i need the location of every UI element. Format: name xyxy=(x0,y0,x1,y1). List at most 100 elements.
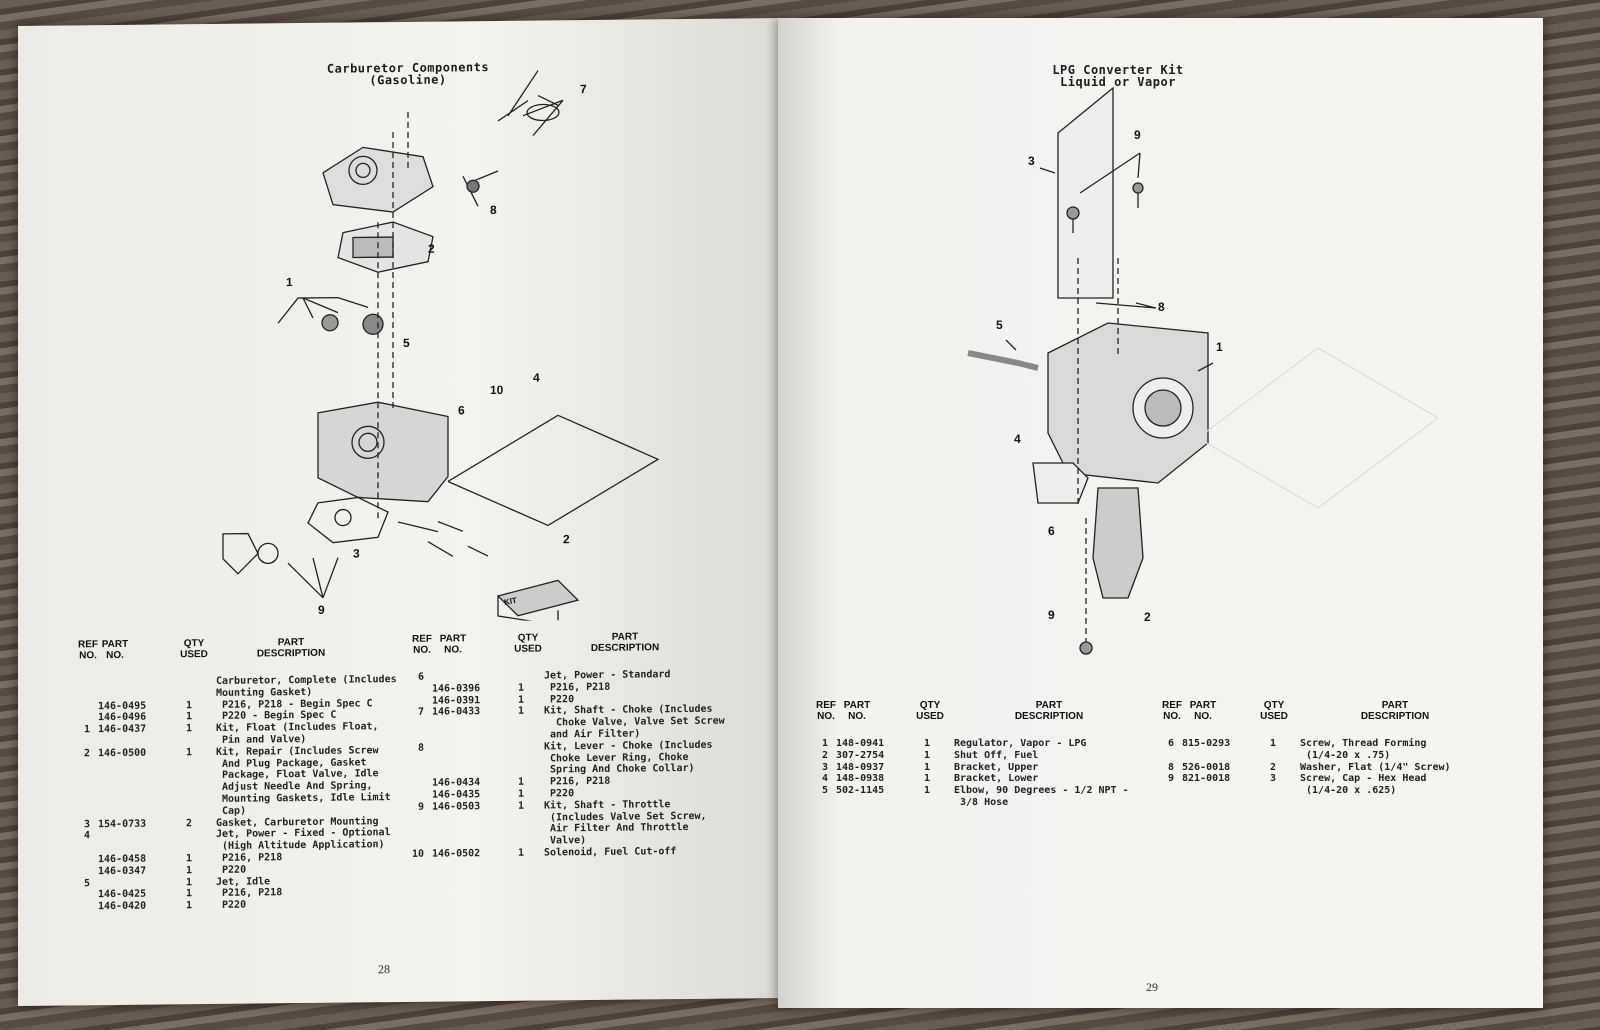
column-header-ref: REF NO. xyxy=(1162,700,1182,722)
qty-used: 1 xyxy=(1270,738,1277,749)
qty-used: 2 xyxy=(186,817,193,829)
qty-used: 1 xyxy=(924,773,931,785)
part-description: Kit, Float (Includes Float, xyxy=(216,721,379,735)
qty-used: 1 xyxy=(186,699,193,711)
part-no: 502-1145 xyxy=(836,785,885,797)
callout-9: 9 xyxy=(318,602,325,617)
part-description: Screw, Thread Forming xyxy=(1300,738,1427,749)
part-no: 146-0391 xyxy=(432,694,481,707)
qty-used: 1 xyxy=(186,723,193,735)
part-description: and Air Filter) xyxy=(544,728,641,741)
callout-4: 4 xyxy=(533,370,540,385)
part-description: Carburetor, Complete (Includes xyxy=(216,674,397,687)
part-description: Choke Valve, Valve Set Screw xyxy=(544,715,725,729)
callout-3: 3 xyxy=(353,546,360,561)
part-description: Valve) xyxy=(544,835,587,847)
part-description: Jet, Power - Standard xyxy=(544,669,671,682)
part-no: 146-0396 xyxy=(432,682,481,695)
qty-used: 1 xyxy=(186,864,193,877)
part-description: 3/8 Hose xyxy=(954,797,1009,808)
part-no: 146-0500 xyxy=(98,747,147,759)
part-description: P216, P218 xyxy=(216,852,283,864)
qty-used: 1 xyxy=(518,847,525,859)
callout-3: 3 xyxy=(1028,154,1035,168)
part-description: Washer, Flat (1/4" Screw) xyxy=(1300,761,1451,773)
part-description: P216, P218 xyxy=(216,887,283,900)
part-description: Mounting Gaskets, Idle Limit xyxy=(216,792,391,805)
part-description: (High Altitude Application) xyxy=(216,839,385,853)
ref-no: 8 xyxy=(1167,761,1174,773)
part-no: 146-0495 xyxy=(98,700,147,712)
callout-9-upper: 9 xyxy=(1134,128,1141,142)
carburetor-exploded-diagram xyxy=(222,70,660,626)
ref-no: 8 xyxy=(417,742,424,754)
part-no: 526-0018 xyxy=(1182,761,1231,773)
qty-used: 1 xyxy=(186,876,193,888)
part-no: 815-0293 xyxy=(1182,738,1231,749)
part-no: 146-0347 xyxy=(98,865,147,877)
ref-no: 7 xyxy=(417,707,424,719)
ref-no: 2 xyxy=(83,748,90,760)
part-description: (1/4-20 x .625) xyxy=(1300,785,1397,797)
qty-used: 1 xyxy=(518,788,525,800)
part-description: (1/4-20 x .75) xyxy=(1300,749,1391,761)
left-page: Carburetor Components (Gasoline) 7 8 2 1… xyxy=(18,18,780,1006)
callout-1: 1 xyxy=(1216,340,1223,354)
callout-4: 4 xyxy=(1014,432,1021,446)
ref-no: 9 xyxy=(1167,773,1174,785)
ref-no: 4 xyxy=(83,830,90,842)
part-description: Cap) xyxy=(216,805,247,817)
ref-no: 1 xyxy=(83,724,90,736)
column-header-qty: QTY USED xyxy=(180,638,208,661)
qty-used: 1 xyxy=(186,711,193,723)
page-number: 29 xyxy=(1146,980,1158,994)
qty-used: 1 xyxy=(186,746,193,759)
part-no: 821-0018 xyxy=(1182,773,1231,785)
qty-used: 1 xyxy=(518,706,525,718)
qty-used: 1 xyxy=(924,738,931,749)
column-header-qty: QTY USED xyxy=(1260,700,1288,722)
part-description: Solenoid, Fuel Cut-off xyxy=(544,846,677,859)
qty-used: 1 xyxy=(924,785,931,797)
part-no: 148-0938 xyxy=(836,773,885,785)
qty-used: 1 xyxy=(186,888,193,900)
part-description: Air Filter And Throttle xyxy=(544,822,689,835)
part-no: 146-0435 xyxy=(432,789,481,801)
callout-6: 6 xyxy=(458,403,465,418)
part-description: Shut Off, Fuel xyxy=(954,749,1039,761)
column-header-part: PART NO. xyxy=(843,700,871,722)
column-header-desc: PART DESCRIPTION xyxy=(1360,700,1430,722)
ref-no: 6 xyxy=(417,671,424,683)
part-description: Regulator, Vapor - LPG xyxy=(954,738,1087,749)
ref-no: 9 xyxy=(417,801,424,813)
column-header-desc: PART DESCRIPTION xyxy=(256,636,326,660)
callout-2: 2 xyxy=(428,241,435,256)
qty-used: 3 xyxy=(1270,773,1277,785)
callout-2: 2 xyxy=(1144,610,1151,624)
qty-used: 1 xyxy=(518,694,525,706)
part-description: Bracket, Upper xyxy=(954,761,1039,773)
part-no: 307-2754 xyxy=(836,749,885,761)
part-description: Screw, Cap - Hex Head xyxy=(1300,773,1427,785)
ref-no: 5 xyxy=(821,785,828,797)
ref-no: 3 xyxy=(83,818,90,830)
part-no: 146-0502 xyxy=(432,848,481,860)
ref-no: 3 xyxy=(821,761,828,773)
callout-2-kit: 2 xyxy=(563,532,570,547)
callout-5: 5 xyxy=(403,335,410,350)
part-no: 148-0937 xyxy=(836,761,885,773)
qty-used: 1 xyxy=(924,749,931,761)
callout-1: 1 xyxy=(286,275,293,290)
lpg-converter-diagram xyxy=(967,86,1440,655)
part-no: 146-0458 xyxy=(98,853,147,866)
column-header-part: PART NO. xyxy=(1189,700,1217,722)
column-header-desc: PART DESCRIPTION xyxy=(1014,700,1084,722)
part-no: 146-0437 xyxy=(98,723,147,736)
part-description: P216, P218 xyxy=(544,775,611,788)
callout-9-lower: 9 xyxy=(1048,608,1055,622)
ref-no: 1 xyxy=(821,738,828,749)
qty-used: 1 xyxy=(518,682,525,694)
ref-no: 4 xyxy=(821,773,828,785)
qty-used: 1 xyxy=(186,853,193,865)
part-no: 146-0434 xyxy=(432,777,481,789)
